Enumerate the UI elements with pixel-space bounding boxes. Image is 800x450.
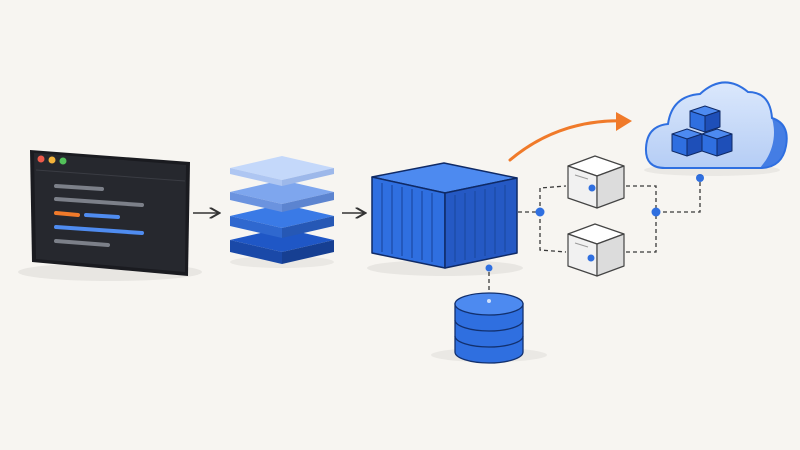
- database-cylinder-icon: [431, 292, 547, 364]
- terminal-window-icon: [18, 150, 202, 281]
- shipping-container-icon: [367, 162, 523, 276]
- cloud-cubes: [671, 105, 733, 157]
- window-close-dot: [37, 155, 45, 163]
- status-led: [588, 184, 596, 192]
- code-lines: [54, 184, 144, 247]
- connector-nodes: [485, 174, 704, 272]
- cloud-with-cubes-icon: [644, 81, 788, 176]
- server-node-icon-top: [567, 155, 625, 209]
- orange-deploy-arrow: [508, 119, 630, 162]
- server-node-icon-bottom: [567, 223, 625, 277]
- layer-stack-icon: [230, 156, 334, 268]
- window-minimize-dot: [48, 156, 56, 164]
- status-led: [587, 254, 595, 262]
- window-maximize-dot: [59, 157, 67, 165]
- orange-arrowhead-icon: [616, 112, 632, 131]
- container-ridges: [381, 183, 506, 262]
